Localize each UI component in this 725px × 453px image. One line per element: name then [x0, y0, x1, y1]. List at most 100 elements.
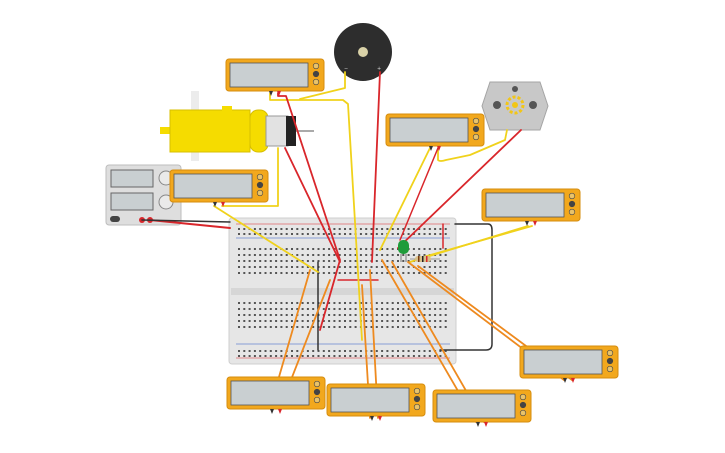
- breadboard-hole: [423, 355, 426, 357]
- breadboard-hole: [269, 350, 272, 352]
- breadboard-hole: [243, 350, 246, 352]
- multimeter-probe-tip[interactable]: [437, 146, 441, 151]
- breadboard-hole: [291, 260, 293, 262]
- multimeter-port[interactable]: [313, 388, 321, 396]
- multimeter-port[interactable]: [472, 133, 480, 141]
- multimeter-port[interactable]: [606, 365, 614, 373]
- breadboard-hole: [402, 355, 405, 357]
- led[interactable]: [398, 240, 409, 262]
- breadboard-hole: [317, 355, 320, 357]
- multimeter-port[interactable]: [519, 409, 527, 417]
- breadboard-hole: [397, 320, 399, 322]
- multimeter-probe-tip[interactable]: [563, 378, 567, 383]
- multimeter-probe-tip[interactable]: [525, 221, 529, 226]
- multimeter-right[interactable]: [481, 188, 581, 226]
- multimeter-left[interactable]: [169, 169, 269, 207]
- breadboard-hole: [402, 233, 405, 235]
- breadboard-hole: [412, 350, 415, 352]
- multimeter-port[interactable]: [312, 70, 320, 78]
- breadboard-hole: [328, 248, 331, 250]
- multimeter-probe-tip[interactable]: [370, 416, 374, 421]
- multimeter-probe-tip[interactable]: [533, 221, 537, 226]
- breadboard-hole: [301, 314, 304, 316]
- breadboard-hole: [243, 326, 246, 328]
- multimeter-bottom-mid-right[interactable]: [432, 389, 532, 427]
- breadboard[interactable]: [228, 217, 457, 365]
- multimeter-bottom-right[interactable]: [519, 345, 619, 383]
- breadboard-hole: [444, 272, 447, 274]
- piezo-buzzer[interactable]: − +: [334, 23, 392, 81]
- multimeter-port[interactable]: [472, 117, 480, 125]
- multimeter-port[interactable]: [413, 403, 421, 411]
- multimeter-probe-tip[interactable]: [221, 202, 225, 207]
- multimeter-probe-tip[interactable]: [484, 422, 488, 427]
- multimeter-port[interactable]: [606, 349, 614, 357]
- breadboard-hole: [391, 272, 394, 274]
- breadboard-hole: [312, 254, 315, 256]
- breadboard-hole: [248, 314, 251, 316]
- multimeter-port[interactable]: [313, 380, 321, 388]
- multimeter-port[interactable]: [568, 200, 576, 208]
- multimeter-probe-tip[interactable]: [571, 378, 575, 383]
- breadboard-hole: [375, 228, 378, 230]
- breadboard-hole: [280, 350, 283, 352]
- breadboard-hole: [344, 266, 346, 268]
- multimeter-probe-tip[interactable]: [476, 422, 480, 427]
- multimeter-probe-tip[interactable]: [277, 91, 281, 96]
- multimeter-port[interactable]: [256, 181, 264, 189]
- breadboard-hole: [253, 308, 256, 310]
- breadboard-hole: [349, 355, 352, 357]
- multimeter-port[interactable]: [256, 173, 264, 181]
- breadboard-hole: [238, 320, 240, 322]
- multimeter-probe-tip[interactable]: [213, 202, 217, 207]
- breadboard-hole: [370, 320, 373, 322]
- multimeter-probe-tip[interactable]: [378, 416, 382, 421]
- multimeter-middle[interactable]: [385, 113, 485, 151]
- multimeter-port[interactable]: [313, 396, 321, 404]
- breadboard-hole: [280, 228, 283, 230]
- multimeter-port[interactable]: [568, 208, 576, 216]
- multimeter-probe-tip[interactable]: [429, 146, 433, 151]
- breadboard-hole: [428, 355, 431, 357]
- breadboard-hole: [328, 355, 331, 357]
- breadboard-hole: [391, 233, 394, 235]
- breadboard-hole: [439, 272, 442, 274]
- multimeter-port[interactable]: [312, 62, 320, 70]
- breadboard-hole: [375, 350, 378, 352]
- breadboard-hole: [444, 248, 447, 250]
- multimeter-port[interactable]: [519, 393, 527, 401]
- multimeter-probe-tip[interactable]: [269, 91, 273, 96]
- multimeter-port[interactable]: [472, 125, 480, 133]
- breadboard-hole: [291, 320, 293, 322]
- multimeter-probe-tip[interactable]: [278, 409, 282, 414]
- breadboard-hole: [259, 233, 262, 235]
- breadboard-hole: [291, 272, 293, 274]
- resistor[interactable]: [410, 256, 440, 262]
- breadboard-hole: [375, 248, 378, 250]
- breadboard-hole: [280, 233, 283, 235]
- multimeter-probe-tip[interactable]: [270, 409, 274, 414]
- dc-motor[interactable]: [481, 81, 549, 131]
- breadboard-hole: [386, 272, 389, 274]
- multimeter-port[interactable]: [413, 387, 421, 395]
- multimeter-bottom-left[interactable]: [226, 376, 326, 414]
- multimeter-port[interactable]: [606, 357, 614, 365]
- breadboard-hole: [365, 314, 368, 316]
- multimeter-port[interactable]: [413, 395, 421, 403]
- breadboard-hole: [248, 320, 251, 322]
- hobby-gearmotor[interactable]: [160, 91, 314, 161]
- breadboard-hole: [423, 314, 426, 316]
- multimeter-port[interactable]: [256, 189, 264, 197]
- multimeter-top[interactable]: [225, 58, 325, 96]
- multimeter-port[interactable]: [312, 78, 320, 86]
- multimeter-bottom-center[interactable]: [326, 383, 426, 421]
- breadboard-hole: [285, 302, 288, 304]
- breadboard-hole: [434, 320, 437, 322]
- multimeter-port[interactable]: [568, 192, 576, 200]
- breadboard-hole: [269, 314, 272, 316]
- multimeter-port[interactable]: [519, 401, 527, 409]
- breadboard-hole: [275, 248, 278, 250]
- breadboard-hole: [397, 254, 399, 256]
- breadboard-hole: [243, 248, 246, 250]
- breadboard-hole: [269, 320, 272, 322]
